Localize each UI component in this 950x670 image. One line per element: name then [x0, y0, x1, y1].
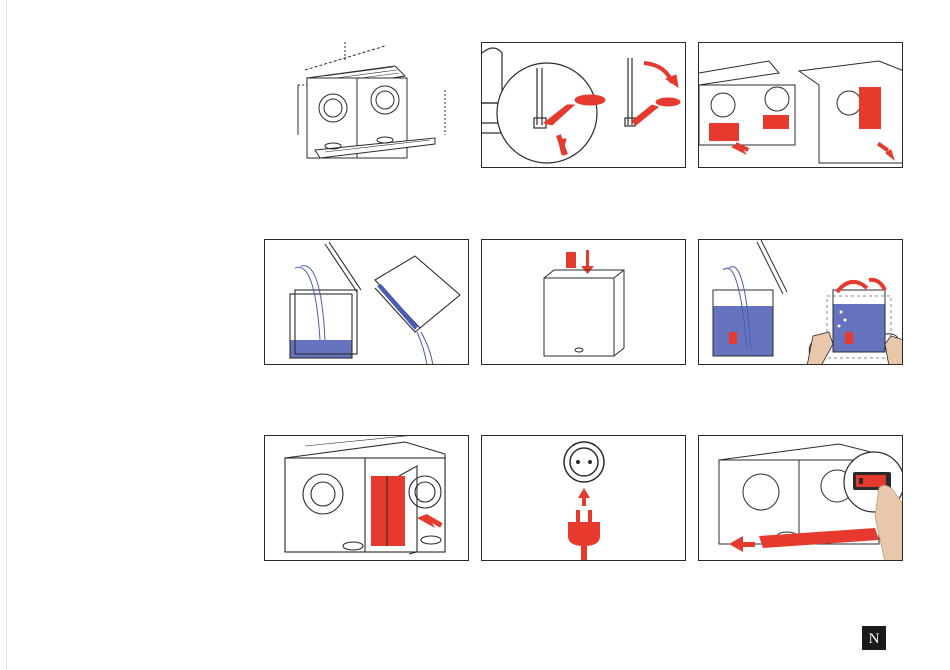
reinsert-tank-illustration — [265, 436, 469, 561]
rinse-tank-illustration — [265, 240, 469, 365]
power-plug-illustration — [482, 436, 686, 561]
power-button-illustration — [699, 436, 903, 561]
step-insert-capsule — [481, 239, 686, 365]
step-tank-remove — [698, 42, 903, 168]
tank-capsule-insert-illustration — [482, 240, 686, 365]
step-lever — [481, 42, 686, 168]
brand-logo-icon: N — [862, 626, 886, 650]
water-tank-remove-illustration — [699, 43, 903, 168]
step-plug — [481, 435, 686, 561]
brand-logo: N — [862, 626, 886, 650]
page-edge — [6, 0, 7, 670]
fill-and-shake-illustration — [699, 240, 903, 365]
machine-dimensions-illustration — [295, 40, 455, 170]
step-power-on — [698, 435, 903, 561]
brand-logo-glyph: N — [869, 631, 880, 647]
drip-tray-lever-illustration — [482, 43, 686, 168]
step-fill-shake — [698, 239, 903, 365]
step-dimensions — [295, 40, 455, 170]
step-rinse — [264, 239, 469, 365]
step-reinsert — [264, 435, 469, 561]
